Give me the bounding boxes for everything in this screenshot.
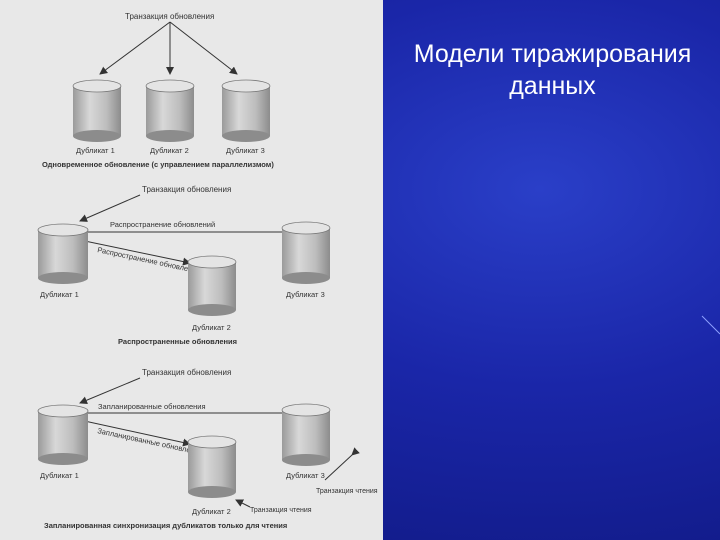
d2-propagation-top-label: Распространение обновлений xyxy=(110,220,215,229)
d3-scheduled-diag-label: Запланированные обновления xyxy=(97,426,204,457)
d3-read-txn-2-label: Транзакция чтения xyxy=(250,507,312,514)
d1-replica-1-label: Дубликат 1 xyxy=(76,146,115,155)
d3-replica-1-label: Дубликат 1 xyxy=(40,471,79,480)
d1-replica-2-label: Дубликат 2 xyxy=(150,146,189,155)
d3-caption: Запланированная синхронизация дубликатов… xyxy=(44,521,287,530)
d2-replica-3-label: Дубликат 3 xyxy=(286,290,325,299)
d1-replica-1-cylinder xyxy=(72,79,122,142)
d3-replica-3-cylinder xyxy=(281,403,331,466)
d1-replica-2-cylinder xyxy=(145,79,195,142)
decorative-line xyxy=(701,315,720,335)
d1-caption: Одновременное обновление (с управлением … xyxy=(42,160,274,169)
d2-transaction-label: Транзакция обновления xyxy=(142,185,231,194)
diagram-simultaneous-update: Транзакция обновления Дубликат 1 Дублика… xyxy=(42,12,274,169)
d1-replica-3-cylinder xyxy=(221,79,271,142)
d1-transaction-label: Транзакция обновления xyxy=(125,12,214,21)
slide-title: Модели тиражирования данных xyxy=(385,38,720,102)
d2-replica-3-cylinder xyxy=(281,221,331,284)
d2-replica-1-label: Дубликат 1 xyxy=(40,290,79,299)
d3-replica-1-cylinder xyxy=(37,404,89,465)
d2-replica-2-label: Дубликат 2 xyxy=(192,323,231,332)
diagram-propagated-updates: Транзакция обновления Распространение об… xyxy=(37,185,331,346)
d3-transaction-label: Транзакция обновления xyxy=(142,368,231,377)
d2-propagation-diag-label: Распространение обновлений xyxy=(97,245,202,276)
d3-read-txn-3-label: Транзакция чтения xyxy=(316,488,378,495)
d3-replica-2-cylinder xyxy=(187,435,237,498)
d3-replica-2-label: Дубликат 2 xyxy=(192,507,231,516)
d3-replica-3-label: Дубликат 3 xyxy=(286,471,325,480)
d2-replica-2-cylinder xyxy=(187,255,237,316)
diagram-scheduled-sync: Транзакция обновления Запланированные об… xyxy=(37,368,378,530)
d2-replica-1-cylinder xyxy=(37,223,89,284)
slide-title-line-1: Модели тиражирования xyxy=(413,40,692,68)
slide-title-line-2: данных xyxy=(509,72,596,100)
d2-caption: Распространенные обновления xyxy=(118,337,237,346)
d1-replica-3-label: Дубликат 3 xyxy=(226,146,265,155)
d3-scheduled-top-label: Запланированные обновления xyxy=(98,402,206,411)
scanned-figure: Транзакция обновления Дубликат 1 Дублика… xyxy=(0,0,383,540)
